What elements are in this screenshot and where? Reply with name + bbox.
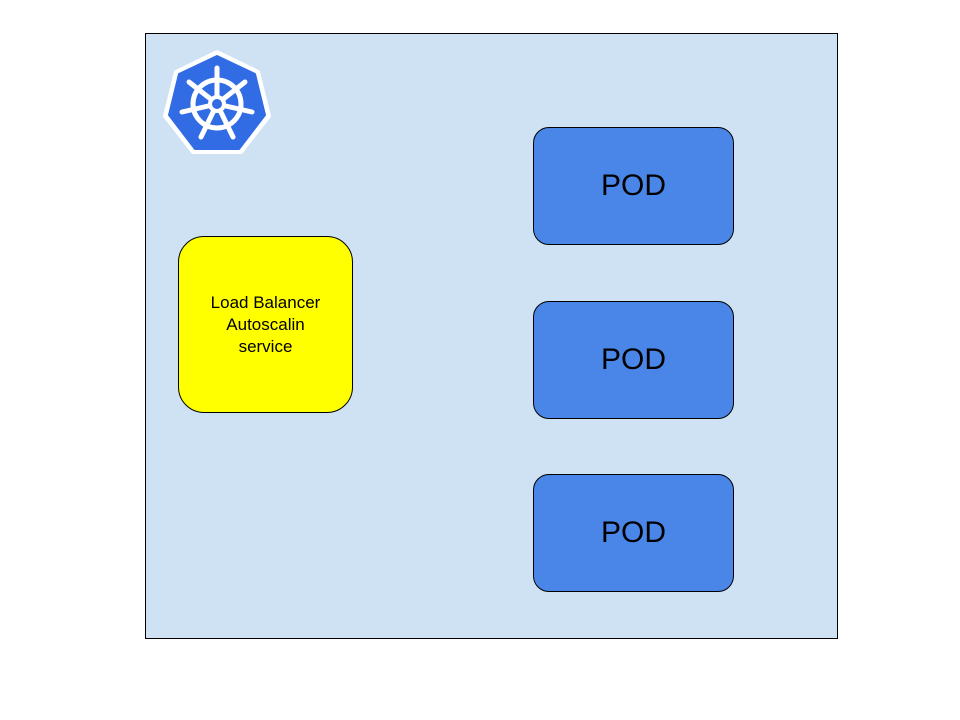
- pod-box-3: POD: [533, 474, 734, 592]
- pod-label: POD: [600, 516, 666, 549]
- pod-label: POD: [600, 169, 666, 202]
- load-balancer-label-line-2: Autoscalin: [226, 314, 305, 334]
- load-balancer-label-line-3: service: [238, 336, 293, 356]
- load-balancer-label-line-1: Load Balancer: [210, 292, 321, 312]
- pod-box-1: POD: [533, 127, 734, 245]
- pod-box-2: POD: [533, 301, 734, 419]
- kubernetes-helm-wheel-icon: [163, 50, 271, 154]
- load-balancer-autoscaling-service: Load Balancer Autoscalin service: [178, 236, 353, 413]
- pod-label: POD: [600, 343, 666, 376]
